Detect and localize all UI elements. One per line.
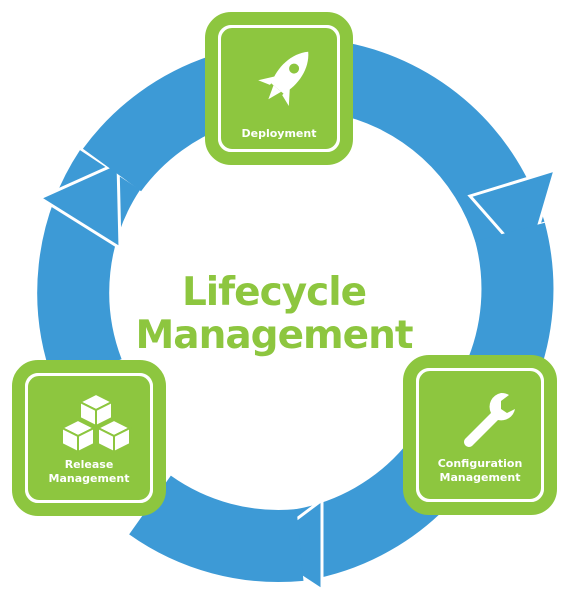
boxes-icon bbox=[59, 392, 133, 454]
ring-arc-bottom-left bbox=[129, 475, 304, 583]
ring-arc-left bbox=[36, 150, 141, 385]
center-title-line2: Management bbox=[135, 313, 413, 358]
center-title: Lifecycle Management bbox=[134, 271, 414, 357]
release-management-node: Release Management bbox=[12, 360, 166, 516]
configuration-management-label-line1: Configuration bbox=[437, 457, 523, 470]
configuration-management-node-panel: Configuration Management bbox=[416, 368, 544, 502]
configuration-management-label-line2: Management bbox=[439, 471, 521, 484]
rocket-icon bbox=[258, 51, 309, 106]
deployment-node: Deployment bbox=[205, 12, 353, 165]
release-management-label-line1: Release bbox=[64, 458, 114, 471]
release-management-node-panel: Release Management bbox=[25, 373, 153, 503]
wrench-icon bbox=[464, 392, 515, 447]
release-management-label-line2: Management bbox=[48, 472, 130, 485]
center-title-line1: Lifecycle bbox=[181, 270, 367, 315]
deployment-label: Deployment bbox=[241, 127, 317, 140]
deployment-node-panel: Deployment bbox=[218, 25, 340, 152]
configuration-management-node: Configuration Management bbox=[403, 355, 557, 515]
